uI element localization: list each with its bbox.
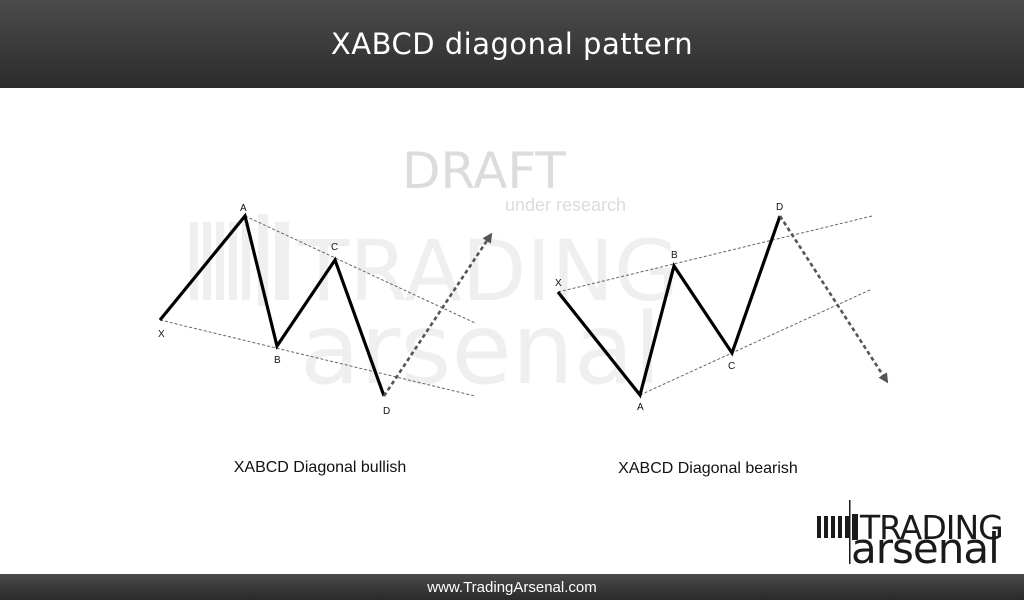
logo-bars-icon [817, 500, 858, 564]
bearish-pattern: X A B C D XABCD Diagonal bearish [555, 202, 889, 477]
bullish-point-c: C [331, 242, 338, 253]
watermark-brand-icon [190, 214, 289, 306]
bearish-point-b: B [671, 250, 678, 261]
pattern-diagram: DRAFT under research TRADING arsenal X A… [158, 142, 1004, 573]
bearish-point-c: C [728, 361, 735, 372]
trading-arsenal-logo: TRADING arsenal [817, 500, 1004, 573]
logo-text-bottom: arsenal [851, 524, 999, 573]
footer-url-link[interactable]: www.TradingArsenal.com [427, 578, 597, 596]
bullish-caption: XABCD Diagonal bullish [234, 459, 407, 476]
diagram-area: DRAFT under research TRADING arsenal X A… [0, 88, 1024, 574]
header-bar: XABCD diagonal pattern [0, 0, 1024, 88]
bullish-projection-arrow [382, 232, 493, 397]
page-title: XABCD diagonal pattern [330, 27, 694, 61]
bullish-point-x: X [158, 329, 165, 340]
watermark-sub: under research [505, 195, 626, 215]
watermark-brand-bottom: arsenal [300, 293, 661, 407]
bearish-lower-guide [639, 288, 873, 396]
logo-text-top: TRADING [859, 508, 1003, 547]
bullish-upper-guide [244, 215, 476, 324]
bullish-point-b: B [274, 355, 281, 366]
bearish-xabcd-line [556, 215, 782, 399]
footer-bar: www.TradingArsenal.com [0, 574, 1024, 600]
watermark-draft: DRAFT [402, 142, 566, 200]
bullish-point-d: D [383, 406, 390, 417]
bearish-point-d: D [776, 202, 783, 213]
bearish-projection-arrow [778, 215, 889, 384]
bearish-point-a: A [637, 402, 644, 413]
bearish-point-x: X [555, 278, 562, 289]
bullish-pattern: X A B C D XABCD Diagonal bullish [158, 203, 493, 476]
watermark: DRAFT under research TRADING arsenal [190, 142, 679, 407]
bearish-caption: XABCD Diagonal bearish [618, 460, 798, 477]
bullish-lower-guide [159, 319, 476, 397]
bullish-xabcd-line [158, 212, 386, 397]
bullish-point-a: A [240, 203, 247, 214]
bearish-upper-guide [557, 215, 873, 293]
